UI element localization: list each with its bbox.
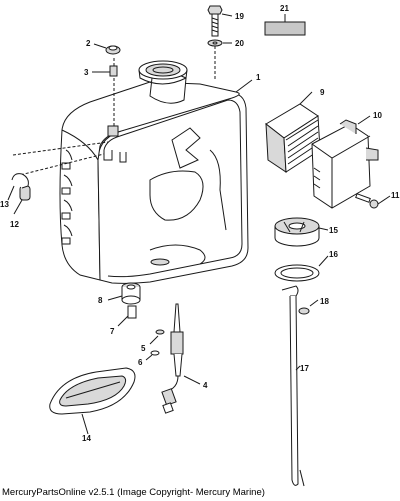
callouts: 1 2 3 4 5 6 7 8 9 10 11 12 13 14 15 16 1… xyxy=(0,4,400,443)
part-small-screw xyxy=(149,329,165,345)
callout-2: 2 xyxy=(86,39,91,48)
callout-3: 3 xyxy=(84,68,89,77)
callout-21: 21 xyxy=(280,4,289,13)
part-plug xyxy=(92,65,118,77)
callout-17: 17 xyxy=(300,364,309,373)
callout-4: 4 xyxy=(203,381,208,390)
callout-5: 5 xyxy=(141,344,146,353)
copyright-notice: MercuryPartsOnline v2.5.1 (Image Copyrig… xyxy=(2,487,265,498)
callout-12: 12 xyxy=(10,220,19,229)
part-hose-fitting xyxy=(13,185,31,215)
part-screw xyxy=(355,193,391,209)
part-grommet xyxy=(93,43,121,55)
callout-14: 14 xyxy=(82,434,91,443)
part-fitting xyxy=(117,305,137,327)
callout-9: 9 xyxy=(320,88,325,97)
callout-13: 13 xyxy=(0,200,9,209)
callout-18: 18 xyxy=(320,297,329,306)
part-bolt-top xyxy=(207,5,233,37)
callout-6: 6 xyxy=(138,358,143,367)
callout-20: 20 xyxy=(235,39,244,48)
part-level-sensor xyxy=(161,303,201,414)
callout-8: 8 xyxy=(98,296,103,305)
part-pickup-strainer xyxy=(274,217,329,247)
part-hose-clamp xyxy=(7,173,29,201)
part-drip-tray xyxy=(49,367,136,435)
part-bottom-grommet xyxy=(107,282,141,305)
part-pickup-tube xyxy=(281,285,305,487)
part-oil-tank xyxy=(59,60,253,284)
part-gasket-ring xyxy=(274,255,329,282)
part-washer-top xyxy=(207,39,232,80)
callout-10: 10 xyxy=(373,111,382,120)
callout-15: 15 xyxy=(329,226,338,235)
callout-11: 11 xyxy=(391,191,400,200)
part-decal-label xyxy=(264,14,306,36)
callout-19: 19 xyxy=(235,12,244,21)
part-filter-element xyxy=(265,91,321,173)
callout-7: 7 xyxy=(110,327,115,336)
part-filter-housing xyxy=(311,115,379,209)
part-small-washer xyxy=(145,350,160,361)
part-clip xyxy=(298,299,319,315)
callout-1: 1 xyxy=(256,73,261,82)
callout-16: 16 xyxy=(329,250,338,259)
